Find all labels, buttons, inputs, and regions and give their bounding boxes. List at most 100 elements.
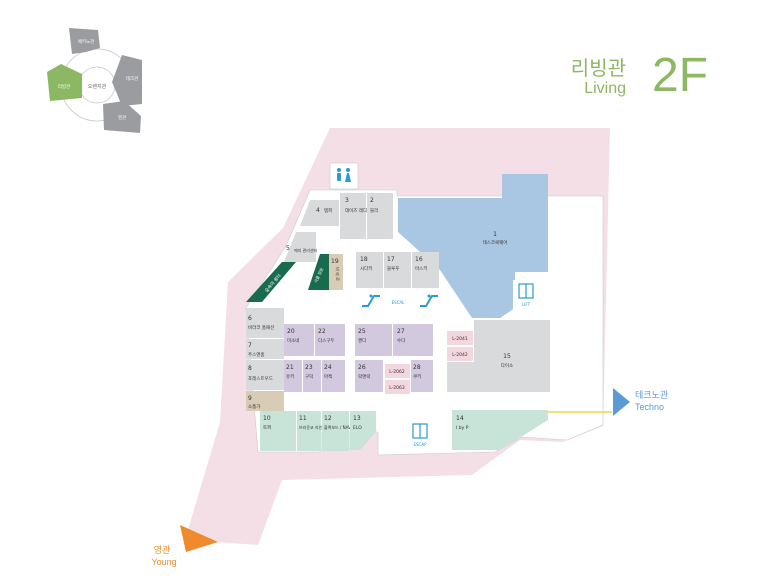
elevator-south-label: ESCAP bbox=[413, 442, 427, 447]
techno-label-english[interactable]: Techno bbox=[635, 402, 664, 412]
store-11[interactable] bbox=[297, 411, 321, 451]
escalator-label: ESCAL bbox=[392, 300, 406, 305]
store-7[interactable] bbox=[246, 339, 284, 359]
store-8[interactable] bbox=[246, 360, 284, 390]
store-22-number: 22 bbox=[318, 328, 326, 335]
store-16-number: 16 bbox=[415, 256, 423, 263]
store-14-number: 14 bbox=[456, 415, 464, 422]
store-21-name: 유키 bbox=[286, 373, 294, 380]
store-14[interactable] bbox=[452, 410, 548, 450]
store-19-name: 비 라 로 bbox=[335, 267, 341, 281]
store-9-number: 9 bbox=[248, 395, 252, 402]
store-13-number: 13 bbox=[353, 415, 361, 422]
locator-hall-north[interactable] bbox=[69, 28, 100, 54]
kiosk-l2042[interactable] bbox=[447, 347, 473, 361]
escalator-left-icon[interactable] bbox=[362, 294, 380, 307]
elevator-south-icon bbox=[412, 423, 428, 439]
store-11-number: 11 bbox=[299, 415, 307, 422]
store-1[interactable] bbox=[398, 174, 548, 318]
store-5[interactable] bbox=[284, 232, 316, 262]
store-24-number: 24 bbox=[324, 364, 332, 371]
store-4-number: 4 bbox=[316, 207, 320, 214]
store-27[interactable] bbox=[393, 324, 433, 356]
store-9-name: 소품가 bbox=[248, 403, 260, 410]
locator-center-label: 오렌지관 bbox=[88, 83, 107, 90]
store-26[interactable] bbox=[355, 360, 383, 392]
store-24[interactable] bbox=[322, 360, 345, 392]
store-12-name: 블랙보드 / NAVIT bbox=[324, 424, 355, 430]
store-2[interactable] bbox=[367, 193, 393, 239]
store-28[interactable] bbox=[411, 360, 433, 392]
locator-hall-south[interactable] bbox=[103, 101, 141, 133]
store-22[interactable] bbox=[315, 324, 345, 356]
store-17[interactable] bbox=[384, 252, 411, 288]
store-25-number: 25 bbox=[358, 328, 366, 335]
store-11-name: 브라운코 라인클 / 무가스 bbox=[299, 424, 341, 430]
locator-hall-north-label: 에키노관 bbox=[78, 38, 95, 45]
kiosk-l2041[interactable] bbox=[447, 331, 473, 345]
kiosk-l2063[interactable] bbox=[385, 380, 410, 394]
locator-hall-south-label: 영관 bbox=[118, 114, 126, 121]
locator-hall-east[interactable] bbox=[112, 55, 142, 106]
restroom[interactable] bbox=[329, 162, 359, 190]
locator-hall-west[interactable] bbox=[47, 64, 82, 101]
store-2-number: 2 bbox=[370, 197, 374, 204]
store-18-name: 시다키 bbox=[360, 265, 372, 272]
store-6-name: 바라코 홈패션 bbox=[248, 324, 274, 331]
store-20-name: 미소네 bbox=[287, 337, 299, 344]
store-23[interactable] bbox=[303, 360, 321, 392]
store-23-name: 구덕 bbox=[305, 373, 313, 380]
kiosk-l2062[interactable] bbox=[385, 364, 410, 378]
store-21[interactable] bbox=[284, 360, 302, 392]
store-26-number: 26 bbox=[358, 364, 366, 371]
store-7-name: 주스앤홈 bbox=[248, 351, 265, 358]
young-arrow-icon[interactable] bbox=[180, 525, 218, 552]
store-17-name: 블루푸 bbox=[387, 265, 399, 272]
store-4-name: 템퍼 bbox=[324, 207, 332, 214]
store-13-name: ELO bbox=[353, 425, 362, 431]
green-block-left[interactable] bbox=[246, 262, 296, 302]
store-27-number: 27 bbox=[397, 328, 405, 335]
store-22-name: 다스구두 bbox=[318, 337, 335, 344]
young-label-english[interactable]: Young bbox=[151, 557, 176, 567]
locator-map: 오렌지관 에키노관 리빙관 테크관 영관 bbox=[47, 28, 142, 133]
store-13[interactable] bbox=[350, 411, 376, 450]
store-16-name: 마스키 bbox=[415, 265, 427, 272]
store-14-name: I by P bbox=[456, 425, 469, 431]
store-2-name: 블리 bbox=[370, 207, 378, 214]
techno-arrow-icon[interactable] bbox=[613, 388, 630, 416]
escalator-right-icon[interactable] bbox=[420, 294, 438, 307]
store-20[interactable] bbox=[284, 324, 314, 356]
store-4[interactable] bbox=[300, 200, 339, 226]
store-6[interactable] bbox=[246, 308, 284, 338]
store-3-name: 데이즈 레디 bbox=[345, 207, 367, 214]
techno-label-korean[interactable]: 테크노관 bbox=[635, 390, 668, 401]
store-16[interactable] bbox=[412, 252, 439, 288]
young-label-korean[interactable]: 영관 bbox=[154, 545, 171, 556]
store-10-name: 토퍼 bbox=[263, 424, 271, 431]
kiosk-l2062-label: L-2062 bbox=[389, 369, 405, 375]
store-5-name: 에지 관리센터 bbox=[294, 247, 318, 253]
store-12[interactable] bbox=[322, 411, 349, 451]
store-18[interactable] bbox=[356, 252, 383, 288]
store-3[interactable] bbox=[340, 193, 366, 239]
kiosk-l2042-label: L-2042 bbox=[452, 352, 468, 358]
store-9[interactable] bbox=[246, 391, 284, 411]
store-27-name: 수다 bbox=[397, 337, 406, 344]
store-10[interactable] bbox=[260, 411, 296, 451]
store-15[interactable] bbox=[447, 320, 550, 392]
store-20-number: 20 bbox=[287, 328, 295, 335]
store-6-number: 6 bbox=[248, 315, 252, 322]
green-block-middle[interactable] bbox=[308, 254, 329, 290]
store-26-name: 락앤락 bbox=[358, 373, 370, 380]
store-25[interactable] bbox=[355, 324, 392, 356]
store-19[interactable] bbox=[329, 254, 343, 290]
locator-hall-west-label: 리빙관 bbox=[58, 83, 70, 90]
store-23-number: 23 bbox=[305, 364, 313, 371]
restroom-icon bbox=[337, 168, 351, 182]
store-15-number: 15 bbox=[503, 353, 511, 360]
store-1-number: 1 bbox=[493, 231, 497, 238]
store-15-name: 다이소 bbox=[501, 362, 513, 369]
store-18-number: 18 bbox=[360, 256, 368, 263]
store-28-number: 28 bbox=[413, 364, 421, 371]
